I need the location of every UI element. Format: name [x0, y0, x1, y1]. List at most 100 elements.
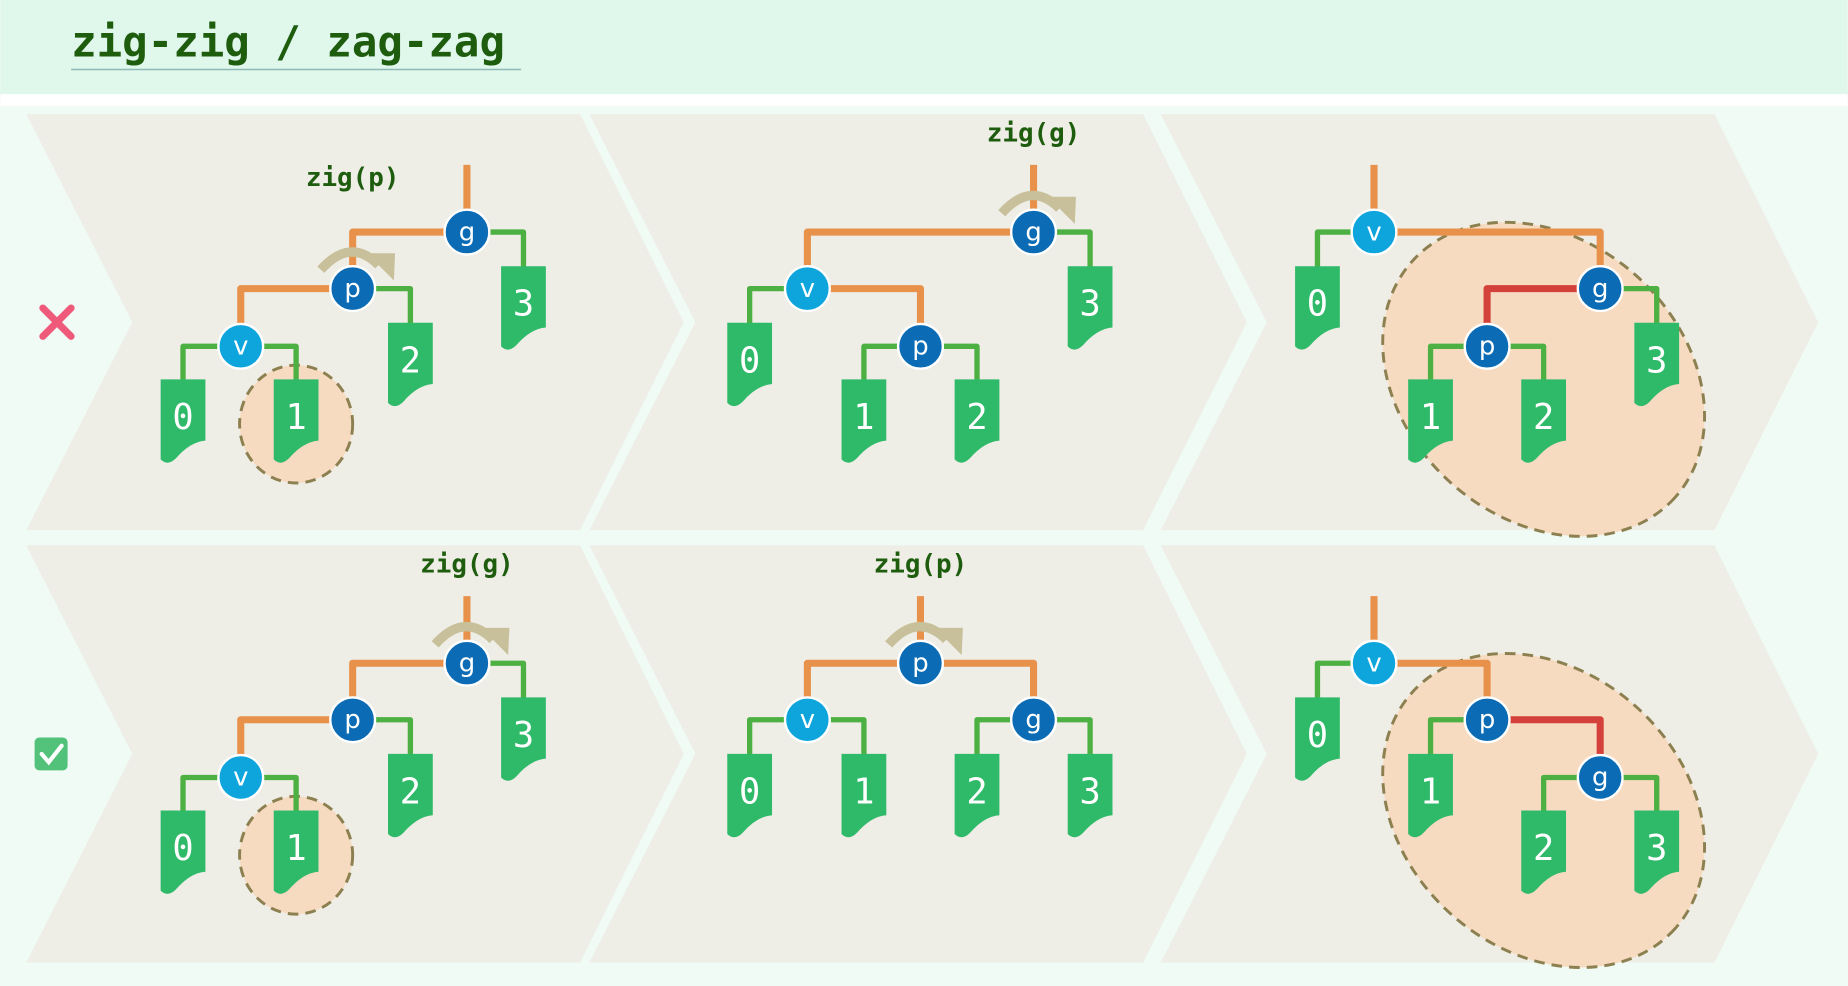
- page-title: zig-zig / zag-zag: [71, 18, 505, 67]
- step-panel-3: 0 1 2 3 v p g: [1295, 596, 1707, 969]
- node-label: p: [1479, 332, 1495, 362]
- leaf-subtree-3: 3: [501, 697, 546, 781]
- leaf-label: 0: [739, 340, 760, 381]
- arrow-arc: [431, 621, 497, 648]
- node-label: g: [1592, 274, 1608, 304]
- step-panel-3: 0 1 2 3 v g p: [1295, 164, 1707, 538]
- leaf-shape: [1067, 753, 1113, 838]
- leaf-subtree-1: 1: [273, 810, 319, 894]
- leaf-label: 2: [400, 340, 421, 381]
- leaf-label: 2: [966, 771, 987, 812]
- node-label: g: [459, 648, 475, 678]
- rotate-arrow-icon: [317, 247, 396, 281]
- leaf-subtree-0: 0: [160, 379, 206, 463]
- node-circle: [896, 639, 945, 687]
- node-circle: [896, 322, 945, 370]
- leaf-label: 1: [853, 397, 874, 438]
- node-p: p: [1463, 696, 1511, 744]
- node-p: p: [329, 696, 377, 744]
- leaf-label: 2: [966, 397, 987, 438]
- node-label: v: [1366, 648, 1381, 678]
- rotation-op-label: zig(g): [987, 118, 1081, 148]
- node-label: v: [800, 274, 815, 304]
- leaf-label: 1: [1420, 771, 1441, 812]
- leaf-shape: [388, 753, 433, 838]
- leaf-subtree-0: 0: [727, 753, 773, 838]
- leaf-label: 1: [285, 828, 306, 869]
- leaf-shape: [841, 753, 887, 838]
- node-label: p: [912, 648, 928, 678]
- node-g: g: [443, 639, 491, 687]
- leaf-subtree-3: 3: [1067, 753, 1113, 838]
- node-label: p: [1479, 705, 1495, 735]
- node-p: p: [1463, 322, 1511, 370]
- node-v: v: [217, 322, 265, 370]
- leaf-shape: [1295, 266, 1340, 350]
- leaf-subtree-2: 2: [1521, 810, 1567, 894]
- leaf-label: 1: [1420, 397, 1441, 438]
- leaf-subtree-0: 0: [1295, 266, 1340, 350]
- rotate-arrow-icon: [998, 190, 1076, 224]
- leaf-shape: [388, 322, 433, 407]
- leaf-subtree-3: 3: [501, 266, 546, 350]
- leaf-label: 3: [1079, 771, 1100, 812]
- leaf-subtree-1: 1: [841, 753, 887, 838]
- node-label: v: [1366, 217, 1381, 247]
- leaf-label: 0: [1307, 284, 1328, 325]
- node-label: v: [233, 332, 248, 362]
- leaf-subtree-1: 1: [273, 379, 319, 463]
- leaf-subtree-3: 3: [1634, 322, 1680, 407]
- node-label: g: [1592, 763, 1608, 793]
- node-label: v: [800, 705, 815, 735]
- node-circle: [443, 639, 491, 687]
- node-circle: [217, 753, 265, 802]
- leaf-label: 2: [1533, 397, 1554, 438]
- node-circle: [1576, 753, 1624, 802]
- node-g: g: [1009, 208, 1058, 256]
- node-v: v: [783, 696, 831, 744]
- arrow-arc: [998, 190, 1063, 217]
- leaf-label: 3: [513, 284, 534, 325]
- leaf-shape: [1067, 266, 1113, 350]
- leaf-label: 0: [739, 771, 760, 812]
- arrow-arc: [317, 247, 382, 274]
- node-circle: [217, 322, 265, 370]
- leaf-label: 2: [400, 771, 421, 812]
- arrow-head: [366, 253, 396, 281]
- leaf-subtree-1: 1: [1408, 379, 1453, 463]
- step-panel-2: 0 1 2 3g v p zig(g): [727, 118, 1113, 463]
- leaf-shape: [501, 266, 546, 350]
- leaf-subtree-0: 0: [160, 810, 206, 894]
- leaf-subtree-2: 2: [954, 379, 1000, 463]
- arrow-head: [481, 627, 510, 655]
- node-label: g: [1025, 705, 1041, 735]
- node-label: v: [233, 763, 248, 793]
- node-circle: [1350, 208, 1398, 256]
- node-circle: [443, 208, 491, 256]
- arrow-head: [934, 627, 963, 655]
- leaf-subtree-2: 2: [954, 753, 1000, 838]
- leaf-shape: [954, 379, 1000, 463]
- node-circle: [1463, 322, 1511, 370]
- leaf-shape: [160, 810, 206, 894]
- leaf-subtree-3: 3: [1634, 810, 1680, 894]
- leaf-shape: [727, 322, 773, 407]
- node-circle: [329, 696, 377, 744]
- leaf-label: 0: [1307, 715, 1328, 756]
- leaf-subtree-0: 0: [727, 322, 773, 407]
- node-circle: [1009, 208, 1058, 256]
- leaf-label: 3: [1646, 340, 1667, 381]
- leaf-subtree-2: 2: [388, 753, 433, 838]
- leaf-label: 3: [1646, 828, 1667, 869]
- leaf-label: 3: [1079, 284, 1100, 325]
- leaf-subtree-1: 1: [841, 379, 887, 463]
- rotate-arrow-icon: [431, 621, 510, 655]
- node-p: p: [896, 322, 945, 370]
- node-v: v: [783, 265, 831, 313]
- leaf-subtree-2: 2: [388, 322, 433, 407]
- leaf-shape: [1521, 379, 1567, 463]
- node-circle: [1009, 696, 1058, 744]
